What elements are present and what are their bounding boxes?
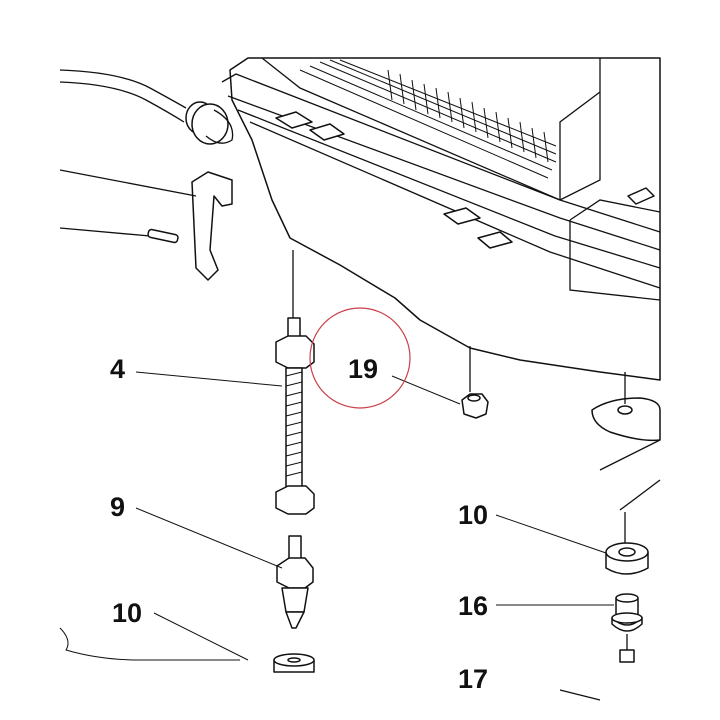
part-16-bushing [611,593,643,632]
part-9-bolt [276,535,314,629]
part-4-stud [275,250,315,515]
part-10-washer-left [273,653,315,673]
housing-assembly [221,57,661,511]
highlight-circle [309,307,411,409]
callout-19: 19 [348,354,378,384]
callout-17-partial: 17 [458,664,488,694]
grille-hatching [299,59,557,179]
callout-16: 16 [458,591,488,621]
cable-with-grommet [59,69,234,145]
part-19-nut [461,346,489,419]
callout-10-left: 10 [112,598,142,628]
part-17-partial [559,634,635,701]
leader-lines [135,371,614,661]
background-sketch [59,627,240,661]
clip-bracket [59,169,233,281]
callout-9: 9 [110,492,125,522]
callout-4: 4 [110,354,125,384]
part-10-grommet-right [605,512,649,575]
callout-10-right: 10 [458,500,488,530]
